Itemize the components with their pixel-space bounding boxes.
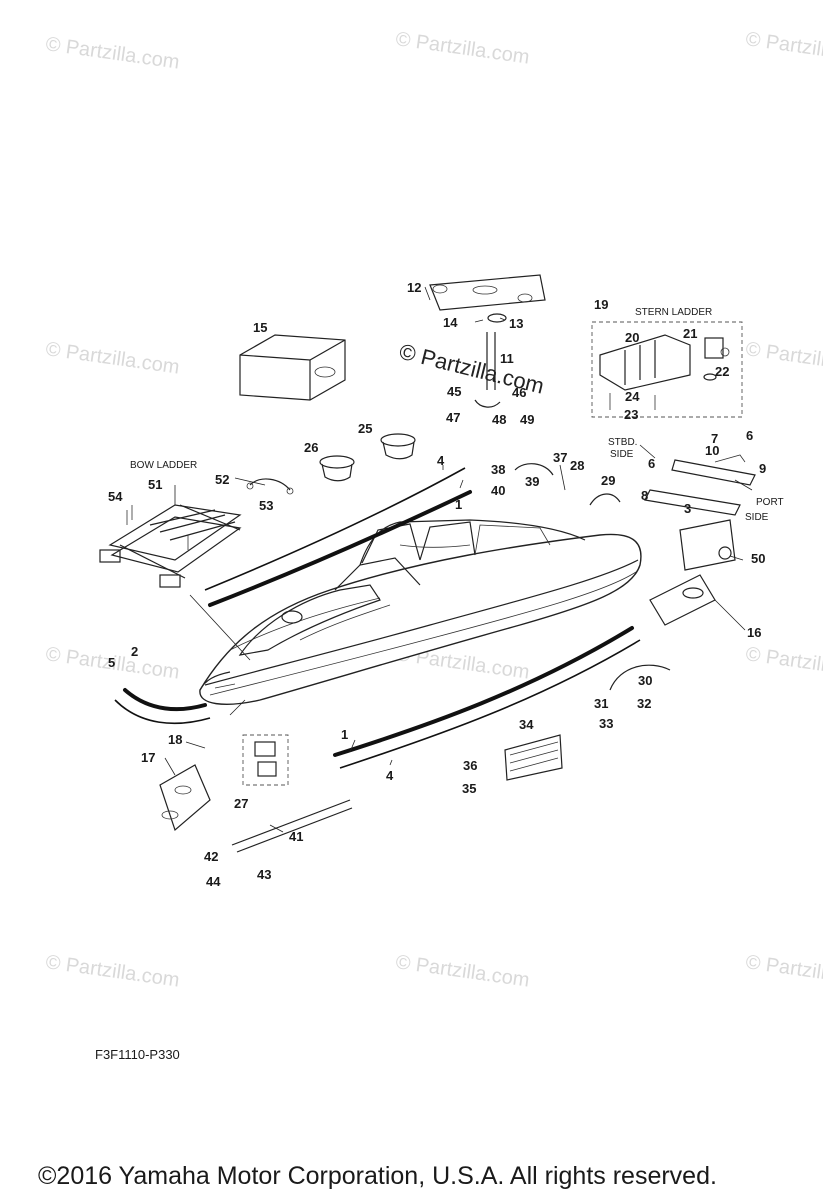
callout: 16 — [747, 625, 761, 640]
callout: 24 — [625, 389, 640, 404]
callout: 1 — [341, 727, 348, 742]
leader-lines — [164, 286, 753, 833]
watermark: © Partzilla.com — [44, 338, 181, 379]
callout: 38 — [491, 462, 505, 477]
callout: 4 — [386, 768, 394, 783]
callout: 51 — [148, 477, 162, 492]
callout: 31 — [594, 696, 608, 711]
callout: 26 — [304, 440, 318, 455]
watermark: © Partzilla.com — [744, 338, 823, 379]
watermark: © Partzilla.com — [744, 643, 823, 684]
callout: 7 — [711, 431, 718, 446]
callout: 28 — [570, 458, 584, 473]
callout: 36 — [463, 758, 477, 773]
stbd-label-line1: STBD. — [608, 437, 637, 448]
callout: 9 — [759, 461, 766, 476]
cup-holders — [319, 433, 416, 482]
bow-ladder — [99, 478, 294, 588]
callout: 46 — [512, 385, 526, 400]
callout: 5 — [108, 655, 115, 670]
callout: 19 — [594, 297, 608, 312]
diagram-code: F3F1110-P330 — [95, 1047, 180, 1062]
callout: 2 — [131, 644, 138, 659]
callout: 12 — [407, 280, 421, 295]
callout: 22 — [715, 364, 729, 379]
callout: 35 — [462, 781, 476, 796]
callout: 3 — [684, 501, 691, 516]
section-labels: BOW LADDER STERN LADDER STBD. SIDE PORT … — [130, 307, 784, 523]
callout: 44 — [206, 874, 221, 889]
callout: 43 — [257, 867, 271, 882]
cooler — [239, 334, 346, 401]
callout: 39 — [525, 474, 539, 489]
callout: 4 — [437, 453, 445, 468]
callout: 45 — [447, 384, 461, 399]
callout: 54 — [108, 489, 123, 504]
callouts: 1 1 2 3 4 4 5 6 6 7 8 9 10 11 12 13 14 1… — [108, 280, 766, 889]
watermark: © Partzilla.com — [744, 951, 823, 992]
stern-ladder-label: STERN LADDER — [635, 307, 712, 318]
rub-rails — [114, 467, 641, 769]
callout: 6 — [746, 428, 753, 443]
callout: 53 — [259, 498, 273, 513]
callout: 1 — [455, 497, 462, 512]
callout: 21 — [683, 326, 697, 341]
callout: 20 — [625, 330, 639, 345]
callout: 49 — [520, 412, 534, 427]
grab-rails — [231, 463, 671, 853]
table-assembly — [429, 274, 546, 408]
callout: 40 — [491, 483, 505, 498]
callout: 52 — [215, 472, 229, 487]
callout: 27 — [234, 796, 248, 811]
callout: 18 — [168, 732, 182, 747]
watermark: © Partzilla.com — [44, 33, 181, 74]
watermark: © Partzilla.com — [394, 951, 531, 992]
copyright-notice: ©2016 Yamaha Motor Corporation, U.S.A. A… — [38, 1162, 717, 1190]
callout: 34 — [519, 717, 534, 732]
callout: 29 — [601, 473, 615, 488]
watermark: © Partzilla.com — [44, 951, 181, 992]
port-label-line2: SIDE — [745, 512, 769, 523]
callout: 30 — [638, 673, 652, 688]
callout: 33 — [599, 716, 613, 731]
storage-net — [504, 734, 563, 781]
callout: 37 — [553, 450, 567, 465]
callout: 47 — [446, 410, 460, 425]
stbd-label-line2: SIDE — [610, 449, 634, 460]
callout: 6 — [648, 456, 655, 471]
callout: 32 — [637, 696, 651, 711]
callout: 13 — [509, 316, 523, 331]
watermark: © Partzilla.com — [744, 28, 823, 69]
callout: 14 — [443, 315, 458, 330]
watermark: © Partzilla.com — [394, 28, 531, 69]
drain-parts — [242, 734, 289, 786]
callout: 50 — [751, 551, 765, 566]
callout: 11 — [500, 351, 514, 366]
bracket-assembly — [644, 454, 756, 516]
callout: 8 — [641, 488, 648, 503]
callout: 23 — [624, 407, 638, 422]
callout: 25 — [358, 421, 372, 436]
center-watermark: © Partzilla.com — [397, 339, 547, 399]
callout: 10 — [705, 443, 719, 458]
boat-hull — [199, 519, 642, 705]
callout: 41 — [289, 829, 303, 844]
callout: 15 — [253, 320, 267, 335]
callout: 17 — [141, 750, 155, 765]
port-label-line1: PORT — [756, 497, 784, 508]
callout: 48 — [492, 412, 506, 427]
bow-ladder-label: BOW LADDER — [130, 460, 197, 471]
stern-ladder — [591, 321, 743, 418]
callout: 42 — [204, 849, 218, 864]
